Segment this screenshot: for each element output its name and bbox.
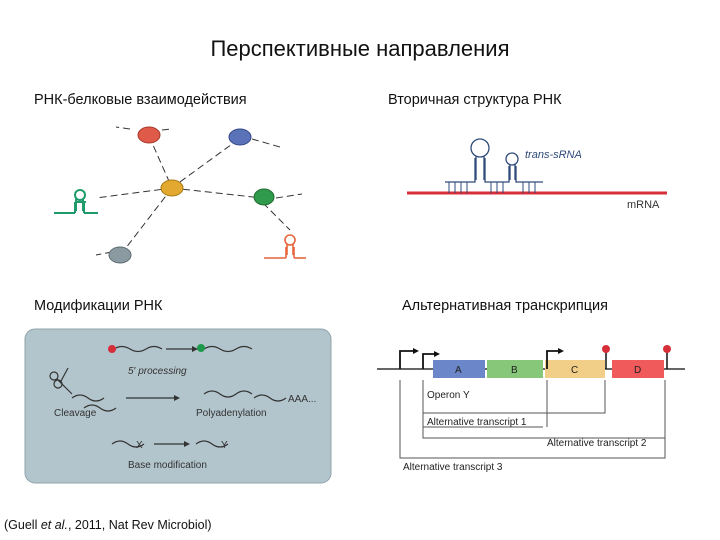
section-label-secondary-structure: Вторичная структура РНК — [388, 92, 562, 108]
gene-b-label: B — [511, 365, 518, 376]
edge — [121, 187, 173, 254]
base-mod-rnas — [111, 440, 229, 448]
arrow-head — [192, 346, 198, 352]
edge — [171, 187, 263, 199]
terminators — [605, 352, 668, 369]
arrow-head — [184, 441, 190, 447]
polya-tail: AAA... — [288, 394, 316, 405]
polyadenylation-rnas — [203, 390, 287, 402]
alt-transcript-2-label: Alternative transcript 2 — [547, 438, 647, 449]
alt-transcript-3-label: Alternative transcript 3 — [403, 462, 503, 473]
alternative-transcription-figure: A B C D Operon Y Alternative transcript … — [377, 345, 685, 473]
cleavage-rnas — [71, 394, 117, 412]
page-title: Перспективные направления — [210, 36, 510, 61]
cleavage-label: Cleavage — [54, 408, 97, 419]
promoter-arrow-head — [558, 348, 564, 354]
rna-hairpin-orange — [264, 234, 306, 259]
citation-etal: et al. — [40, 518, 68, 532]
gene-b — [487, 360, 543, 378]
rna-protein-network-figure — [54, 126, 306, 264]
edge — [161, 128, 173, 131]
trans-srna — [445, 138, 543, 183]
citation-pre: (Guell — [4, 518, 41, 532]
citation: (Guell et al., 2011, Nat Rev Microbiol) — [4, 518, 212, 532]
promoter-arrows — [399, 350, 558, 369]
edge — [95, 187, 173, 199]
base-modification-label: Base modification — [128, 460, 207, 471]
rna-hairpin-green — [54, 189, 98, 214]
protein-red — [137, 126, 161, 144]
gene-a — [433, 360, 485, 378]
x-mark: X — [136, 440, 143, 451]
section-label-rna-modifications: Модификации РНК — [34, 298, 163, 314]
modifications-panel — [24, 328, 332, 484]
protein-orange — [160, 179, 184, 197]
protein-green — [253, 188, 275, 206]
citation-post: , 2011, Nat Rev Microbiol) — [67, 518, 212, 532]
edge — [262, 202, 291, 231]
rna-modifications-figure: 5′ processing Cleavage AAA... Polyadenyl… — [24, 328, 332, 484]
section-label-rna-protein: РНК-белковые взаимодействия — [34, 92, 247, 108]
processing-label: 5′ processing — [128, 366, 187, 377]
terminator-icon — [602, 345, 610, 353]
alt-transcript-1-label: Alternative transcript 1 — [427, 417, 527, 428]
secondary-structure-figure: trans-sRNA mRNA — [407, 138, 667, 211]
scissors-icon — [49, 367, 73, 395]
triphosphate-red — [108, 345, 116, 353]
operon-label: Operon Y — [427, 390, 470, 401]
edge — [172, 138, 240, 188]
mrna-label: mRNA — [627, 199, 660, 211]
gene-d-label: D — [634, 365, 641, 376]
gene-c — [545, 360, 605, 378]
gene-a-label: A — [455, 365, 462, 376]
base-pair-ticks — [448, 182, 536, 193]
monophosphate-green — [197, 344, 205, 352]
protein-blue — [228, 128, 252, 146]
arrow-head — [174, 395, 180, 401]
edge — [251, 138, 281, 148]
gene-d — [612, 360, 664, 378]
protein-gray — [108, 246, 132, 264]
promoter-arrow-head — [413, 348, 419, 354]
polyadenylation-label: Polyadenylation — [196, 408, 267, 419]
edge — [148, 135, 173, 189]
transcript-lines — [399, 380, 666, 459]
section-label-alt-transcription: Альтернативная транскрипция — [402, 298, 608, 314]
processing-rnas — [113, 345, 253, 353]
promoter-arrow-head — [434, 351, 440, 357]
terminator-icon — [663, 345, 671, 353]
edge — [275, 193, 303, 199]
edge — [115, 126, 131, 130]
y-mark: Y — [221, 440, 228, 451]
gene-c-label: C — [571, 365, 578, 376]
trans-srna-label: trans-sRNA — [525, 149, 582, 161]
